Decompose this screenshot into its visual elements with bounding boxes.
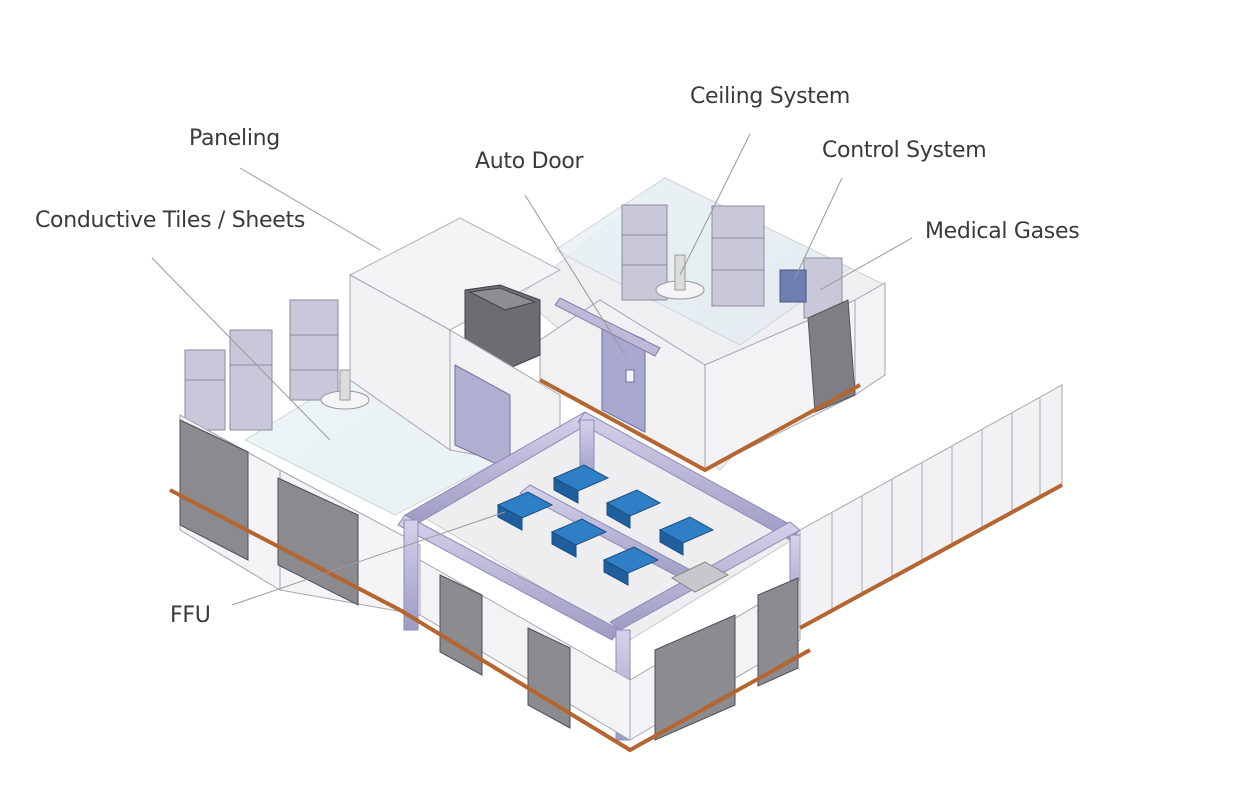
upper-room-storage-cabinets	[621, 204, 843, 319]
left-room-exterior-cabinets	[179, 419, 359, 606]
label-medical-gases: Medical Gases	[925, 219, 1080, 244]
operating-room-floor-trim	[398, 608, 811, 753]
auto-door-window	[625, 369, 635, 383]
leader-medical-gases	[819, 237, 913, 291]
leader-conductive-tiles	[151, 257, 331, 441]
control-panel	[779, 269, 807, 303]
ffu-units	[496, 464, 715, 586]
operating-room	[397, 411, 811, 753]
right-wall-floor-trim	[799, 483, 1063, 630]
left-room	[169, 274, 561, 616]
air-handler-box	[670, 561, 730, 593]
label-control-system: Control System	[822, 138, 987, 163]
leader-control-system	[794, 177, 843, 279]
leader-ffu	[231, 511, 506, 606]
operating-room-exterior-cabinets	[439, 574, 799, 741]
label-ceiling-system: Ceiling System	[690, 84, 850, 109]
label-ffu: FFU	[170, 603, 211, 628]
central-partition	[348, 217, 562, 371]
ceiling-pendant	[655, 254, 705, 300]
upper-room-floor-trim	[539, 378, 861, 473]
left-room-cabinets	[184, 299, 339, 431]
leader-auto-door	[524, 194, 626, 356]
callout-leader-lines	[151, 133, 913, 606]
label-auto-door: Auto Door	[475, 149, 584, 174]
label-conductive-tiles: Conductive Tiles / Sheets	[35, 208, 306, 233]
medical-gas-cabinet	[807, 299, 856, 413]
label-paneling: Paneling	[189, 126, 280, 151]
left-room-floor-trim	[169, 488, 401, 612]
leader-ceiling-system	[679, 133, 751, 276]
upper-room	[519, 177, 886, 473]
leader-paneling	[239, 167, 381, 251]
left-room-pendant	[320, 369, 370, 410]
